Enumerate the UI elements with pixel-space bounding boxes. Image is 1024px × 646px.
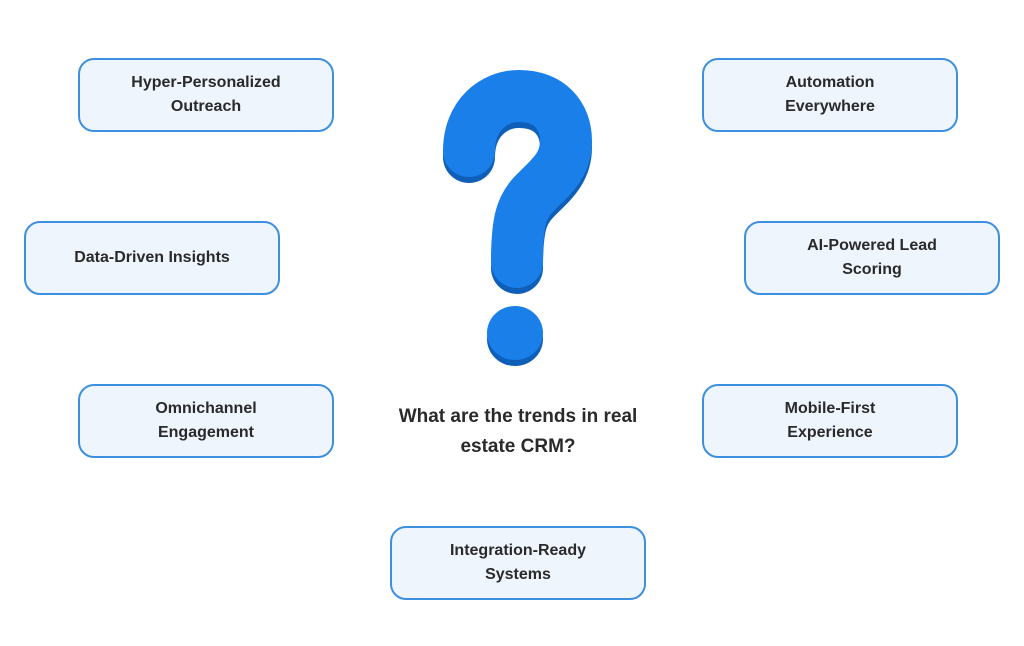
trend-box-integration-ready-systems: Integration-Ready Systems [390,526,646,600]
trend-box-mobile-first-experience: Mobile-First Experience [702,384,958,458]
trend-label: Automation Everywhere [785,74,875,115]
trend-label: Mobile-First Experience [784,400,876,441]
trend-label: Hyper-Personalized Outreach [131,74,281,115]
trend-box-automation-everywhere: Automation Everywhere [702,58,958,132]
trend-label: Data-Driven Insights [74,249,230,266]
trend-label: AI-Powered Lead Scoring [807,237,937,278]
trend-box-data-driven-insights: Data-Driven Insights [24,221,280,295]
trend-box-omnichannel-engagement: Omnichannel Engagement [78,384,334,458]
trend-box-hyper-personalized-outreach: Hyper-Personalized Outreach [78,58,334,132]
trend-box-ai-powered-lead-scoring: AI-Powered Lead Scoring [744,221,1000,295]
central-question: What are the trends in real estate CRM? [398,406,638,457]
trend-label: Omnichannel Engagement [155,400,257,441]
trend-label: Integration-Ready Systems [449,542,586,583]
